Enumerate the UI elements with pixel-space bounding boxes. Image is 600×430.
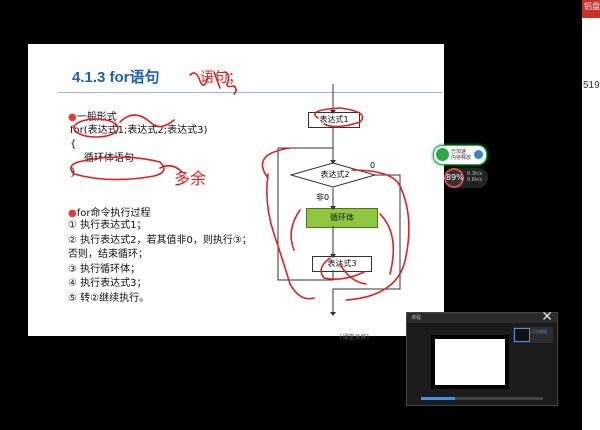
step-item: ③ 执行循环体； [68,263,141,275]
step-item: ④ 执行表达式3； [68,278,147,289]
accelerator-floating-widget[interactable]: 已加速 内存释放 [433,145,487,165]
toggle-icon[interactable] [474,150,483,159]
step-item: ⑤ 转②继续执行。 [68,292,150,304]
slide-title: 4.1.3 for语句 [72,69,160,86]
background-window-edge: 铝盘 519 [582,0,600,430]
flow-nonzero-label: 非0 [316,193,330,202]
watermark-text: [课堂录屏] [340,334,369,341]
thumbnail-icon [514,328,530,342]
steps-list: ① 执行表达式1； ② 执行表达式2，若其值非0，则执行③； 否则，结束循环； … [68,219,252,306]
mini-video-player[interactable]: 课程 ✕ 正在播放 [406,309,558,406]
mini-player-slide-preview [435,339,505,385]
flow-zero-label: 0 [370,161,376,170]
mini-player-header: 课程 [407,313,557,323]
step-item: ② 执行表达式2，若其值非0，则执行③； [68,234,252,246]
bullet-label: for命令执行过程 [76,208,151,219]
network-speed-widget[interactable]: 89% 0.3k/s 0.6k/s [444,168,488,188]
window-titlebar-badge: 铝盘 [582,0,600,18]
partial-number: 519 [583,80,600,91]
syntax-line-for: for(表达式1;表达式2;表达式3) [70,125,208,136]
accelerator-text: 已加速 内存释放 [451,149,471,161]
speed-readout: 0.3k/s 0.6k/s [467,171,482,183]
playlist-item-label: 正在播放 [531,329,547,334]
bullet-dot-icon: ● [68,208,77,219]
upload-speed: 0.3k/s [467,171,483,177]
step-item: ① 执行表达式1； [68,220,147,231]
accelerator-line1: 已加速 [451,149,467,155]
mini-player-progress-bar[interactable] [421,397,543,400]
mini-player-title: 课程 [411,315,422,321]
badge-text: 铝盘 [584,2,600,11]
mini-player-playlist-item[interactable]: 正在播放 [513,327,553,343]
bullet-label: 一般形式 [76,112,117,123]
memory-usage-gauge: 89% [444,168,464,188]
title-divider [58,92,442,93]
progress-fill [421,397,456,400]
mini-player-screen[interactable] [431,335,509,389]
download-speed: 0.6k/s [467,177,483,183]
presentation-slide: 4.1.3 for语句 ●一般形式 for(表达式1;表达式2;表达式3) { … [28,44,444,336]
top-black-strip [0,0,600,20]
syntax-line-open-brace: { [70,139,77,150]
accelerator-icon [436,148,449,161]
close-icon[interactable]: ✕ [541,309,553,325]
bullet-dot-icon: ● [68,112,77,123]
bullet-general-form: ●一般形式 [68,108,117,123]
bullet-execution-process: ●for命令执行过程 [68,204,150,219]
flow-expr2-label: 表达式2 [320,170,350,179]
accelerator-line2: 内存释放 [451,155,472,161]
flowchart-arrows [277,84,401,316]
step-item: 否则，结束循环； [68,249,148,260]
